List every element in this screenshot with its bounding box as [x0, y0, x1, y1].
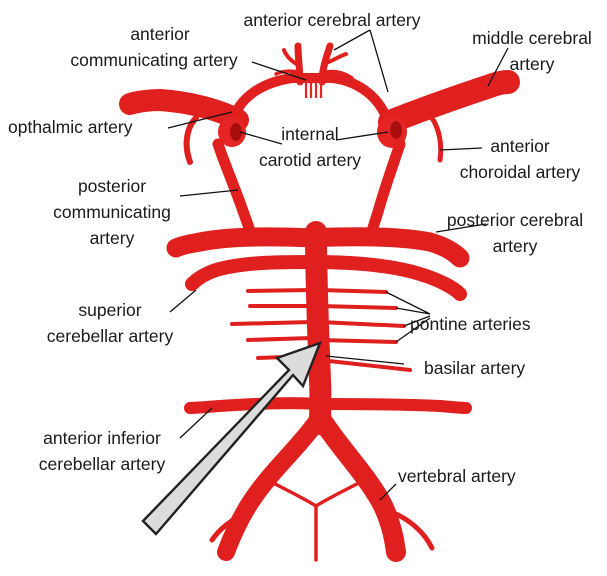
label-anterior-cerebral: anterior cerebral artery — [243, 10, 420, 30]
anterior-choroidal-vessel — [432, 118, 441, 160]
vertebral-left-vessel — [226, 420, 318, 552]
middle-cerebral-left-vessel — [130, 100, 238, 120]
label-posterior-communicating-line1: posterior — [78, 176, 146, 196]
label-anterior-communicating-line2: communicating artery — [70, 50, 238, 70]
anterior-spinal-vessel — [264, 478, 368, 560]
label-superior-cerebellar-line2: cerebellar artery — [47, 326, 174, 346]
pontine-left-4 — [248, 338, 312, 340]
pontine-right-2 — [320, 306, 396, 308]
label-superior-cerebellar-line1: superior — [78, 300, 141, 320]
label-vertebral: vertebral artery — [398, 466, 516, 486]
leader-superior-cerebellar — [170, 290, 196, 312]
opthalmic-vessel — [187, 118, 196, 162]
posterior-communicating-right-vessel — [370, 144, 400, 236]
label-anterior-choroidal-line2: choroidal artery — [460, 162, 581, 182]
label-basilar: basilar artery — [424, 358, 525, 378]
label-opthalmic: opthalmic artery — [8, 117, 133, 137]
label-pontine: pontine arteries — [410, 314, 531, 334]
middle-cerebral-right-vessel — [390, 82, 508, 122]
label-posterior-communicating-line2: communicating — [53, 202, 171, 222]
label-aica-line1: anterior inferior — [43, 428, 161, 448]
aica-right-vessel — [320, 404, 466, 408]
vertebral-right-vessel — [322, 420, 396, 552]
leader-posterior-communicating — [180, 190, 238, 196]
pontine-right-3 — [320, 322, 404, 326]
pontine-left-3 — [232, 322, 312, 324]
label-middle-cerebral-line2: artery — [510, 54, 555, 74]
superior-cerebellar-left-vessel — [192, 262, 312, 284]
leader-anterior-choroidal — [440, 148, 482, 150]
label-posterior-communicating-line3: artery — [90, 228, 135, 248]
pontine-right-4 — [320, 340, 396, 342]
pontine-left-1 — [248, 290, 312, 291]
posterior-cerebral-right-vessel — [312, 237, 460, 258]
label-posterior-cerebral-line1: posterior cerebral — [447, 210, 583, 230]
label-anterior-choroidal-line1: anterior — [490, 136, 550, 156]
pontine-right-1 — [320, 290, 386, 292]
label-anterior-communicating-line1: anterior — [130, 24, 190, 44]
label-aica-line2: cerebellar artery — [39, 454, 166, 474]
internal-carotid-right-lumen — [390, 121, 402, 139]
label-internal-carotid-line1: internal — [281, 124, 338, 144]
posterior-cerebral-left-vessel — [176, 237, 312, 248]
label-posterior-cerebral-line2: artery — [493, 236, 538, 256]
label-internal-carotid-line2: carotid artery — [259, 150, 361, 170]
basilar-artery-vessel — [316, 232, 320, 424]
label-middle-cerebral-line1: middle cerebral — [472, 28, 592, 48]
pontine-right-5 — [320, 360, 410, 370]
